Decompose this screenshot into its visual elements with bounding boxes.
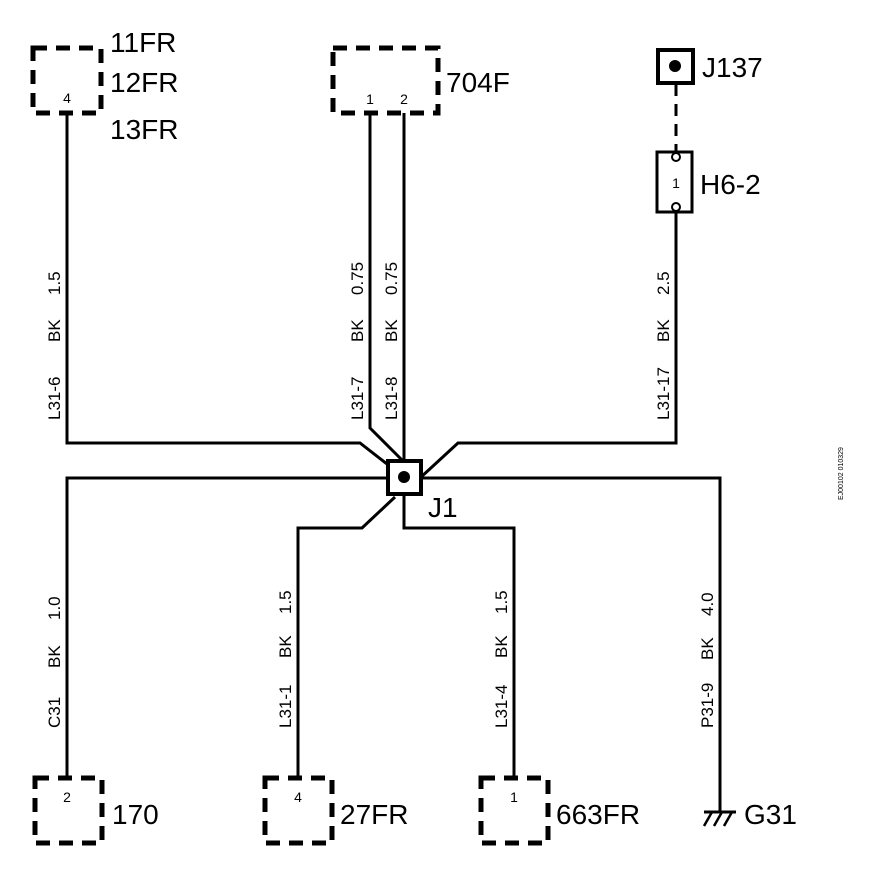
wire-size: 2.5 [654, 271, 673, 295]
connector-box [32, 775, 105, 846]
wire-color: BK [45, 645, 64, 668]
ground-hatch [712, 811, 724, 827]
ground-label-g31: G31 [744, 799, 797, 830]
wire-id: L31-7 [348, 377, 367, 420]
wire-color: BK [45, 319, 64, 342]
connector-label-663fr: 663FR [556, 799, 640, 830]
j137-terminal [669, 60, 681, 72]
connector-label-170: 170 [112, 799, 159, 830]
connector-27fr: 4 27FR [262, 775, 408, 846]
pin-number-1: 1 [366, 91, 374, 107]
wire-l31-6 [65, 113, 406, 480]
wire-label-l31-8: L31-8 BK 0.75 [382, 262, 401, 420]
wire-color: BK [654, 319, 673, 342]
wire-l31-17 [418, 212, 678, 480]
wire-label-l31-4: L31-4 BK 1.5 [492, 590, 511, 728]
pin-number: 2 [63, 789, 71, 805]
wire-size: 1.0 [45, 596, 64, 620]
ground-hatch [722, 811, 734, 827]
wire-label-c31: C31 BK 1.0 [45, 596, 64, 728]
ground-g31: G31 [702, 799, 797, 830]
splice-j1: J1 [386, 459, 458, 523]
connector-label-11fr: 11FR [110, 27, 176, 58]
pin-number-2: 2 [400, 91, 408, 107]
splice-dot [398, 471, 410, 483]
wire-id: L31-8 [382, 377, 401, 420]
pin-number: 1 [510, 789, 518, 805]
wire-id: L31-6 [45, 377, 64, 420]
wire-label-l31-1: L31-1 BK 1.5 [276, 590, 295, 728]
figure-code-text: EJ00102 010329 [838, 447, 845, 500]
splice-label-j1: J1 [428, 492, 458, 523]
connector-box [330, 45, 441, 116]
connector-label-27fr: 27FR [340, 799, 408, 830]
wire-label-l31-6: L31-6 BK 1.5 [45, 271, 64, 420]
wire-size: 1.5 [45, 271, 64, 295]
connector-11fr-12fr-13fr: 4 11FR 12FR 13FR [30, 27, 178, 145]
wire-size: 1.5 [276, 590, 295, 614]
wire-id: C31 [45, 697, 64, 728]
connector-663fr: 1 663FR [478, 775, 640, 846]
wire-color: BK [492, 635, 511, 658]
wire-c31 [65, 476, 390, 780]
connector-label-12fr: 12FR [110, 67, 178, 98]
j137-box [656, 48, 695, 85]
connector-j137: J137 [656, 48, 763, 85]
h6-2-pin-bottom [671, 202, 681, 212]
figure-code: EJ00102 010329 [838, 447, 845, 500]
h6-2-pin-top [671, 152, 681, 162]
wire-color: BK [276, 635, 295, 658]
wire-color: BK [348, 319, 367, 342]
connector-h6-2: 1 H6-2 [655, 150, 761, 214]
connector-box [478, 775, 551, 846]
connector-label-j137: J137 [702, 52, 763, 83]
wire-label-l31-17: L31-17 BK 2.5 [654, 271, 673, 420]
connector-170: 2 170 [32, 775, 159, 846]
wire-color: BK [382, 319, 401, 342]
wire-size: 0.75 [348, 262, 367, 295]
connector-704f: 1 2 704F [330, 45, 510, 116]
wire-id: P31-9 [698, 683, 717, 728]
wire-id: L31-4 [492, 685, 511, 728]
wire-label-p31-9: P31-9 BK 4.0 [698, 592, 717, 728]
connector-box [262, 775, 335, 846]
pin-number: 1 [672, 175, 680, 191]
connector-label-h6-2: H6-2 [700, 169, 761, 200]
wire-color: BK [698, 637, 717, 660]
ground-hatch [702, 811, 714, 827]
wire-p31-9 [420, 476, 722, 812]
connector-label-704f: 704F [446, 67, 510, 98]
wire-l31-1 [296, 495, 397, 778]
splice-box [386, 459, 423, 496]
wire-size: 4.0 [698, 592, 717, 616]
pin-number: 4 [63, 90, 71, 106]
wire-id: L31-1 [276, 685, 295, 728]
wire-id: L31-17 [654, 367, 673, 420]
wire-label-l31-7: L31-7 BK 0.75 [348, 262, 367, 420]
wire-size: 1.5 [492, 590, 511, 614]
connector-label-13fr: 13FR [110, 114, 178, 145]
wire-size: 0.75 [382, 262, 401, 295]
pin-number: 4 [294, 789, 302, 805]
wire-l31-7 [368, 113, 406, 464]
wire-l31-4 [402, 494, 516, 778]
